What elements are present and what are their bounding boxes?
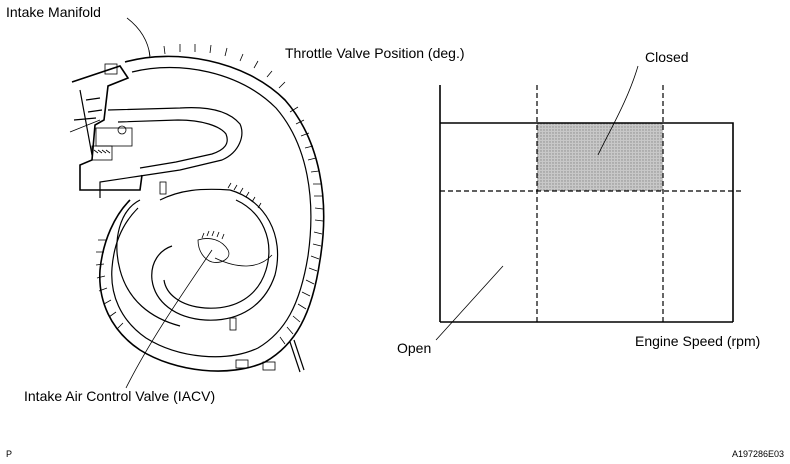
open-leader <box>435 265 504 341</box>
graph-title: Throttle Valve Position (deg.) <box>285 45 465 61</box>
throttle-speed-graph <box>435 65 742 341</box>
label-open: Open <box>397 340 431 356</box>
footer-left-code: P <box>6 449 12 459</box>
label-closed: Closed <box>645 49 689 65</box>
valve-actuator <box>69 119 133 161</box>
manifold-outer-shell-inner <box>111 66 312 358</box>
clamps <box>104 63 276 371</box>
boundary-top <box>440 122 734 322</box>
intake-manifold-leader <box>126 17 151 57</box>
iacv-valve <box>197 182 273 267</box>
closed-region-shade <box>537 123 663 191</box>
label-iacv: Intake Air Control Valve (IACV) <box>24 388 215 404</box>
inner-loop <box>151 189 279 321</box>
manifold-outer-shell <box>99 55 325 372</box>
outer-fins <box>95 44 324 345</box>
label-intake-manifold: Intake Manifold <box>6 4 101 20</box>
inner-runner <box>99 107 243 198</box>
iacv-leader <box>125 249 213 389</box>
footer-right-code: A197286E03 <box>732 449 784 459</box>
intake-manifold-drawing <box>69 44 325 373</box>
closed-leader <box>597 65 639 156</box>
x-axis-label: Engine Speed (rpm) <box>635 333 760 349</box>
